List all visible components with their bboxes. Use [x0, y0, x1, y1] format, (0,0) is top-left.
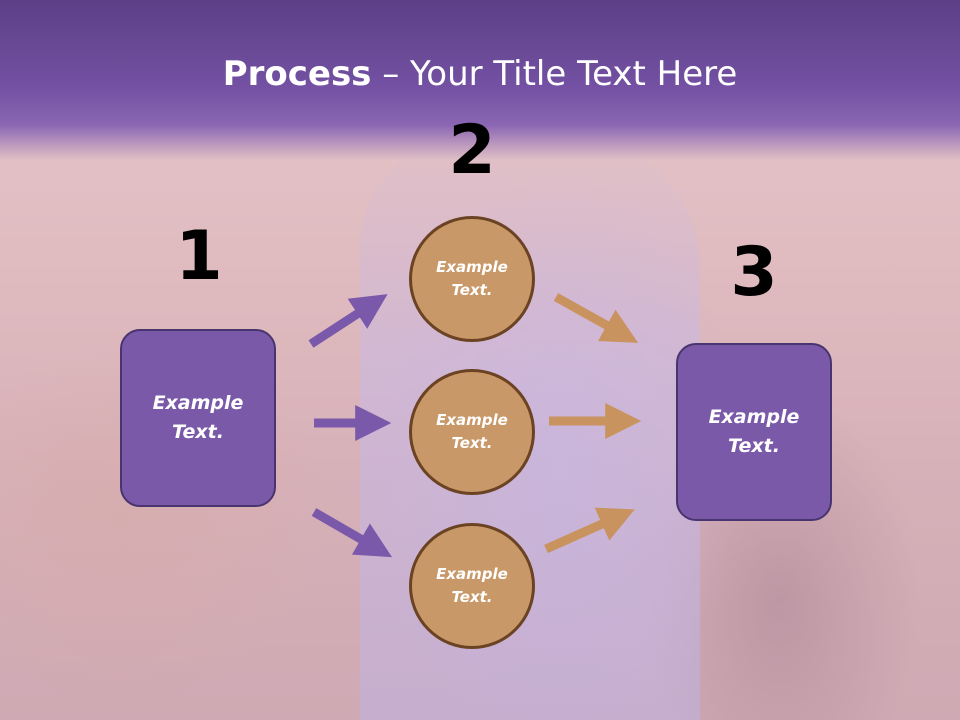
left-box-line1: Example — [152, 392, 244, 414]
right-process-box[interactable]: Example Text. — [676, 343, 832, 521]
circle-bottom-line1: Example — [436, 565, 508, 583]
step-number-1: 1 — [175, 217, 223, 296]
left-box-line2: Text. — [172, 421, 224, 443]
arrow-icon — [553, 293, 639, 343]
arrow-icon — [311, 508, 393, 558]
title-bar — [0, 0, 960, 160]
circle-top-line1: Example — [436, 258, 508, 276]
right-box-line1: Example — [708, 406, 800, 428]
step-number-3: 3 — [730, 233, 778, 312]
slide-title: Process – Your Title Text Here — [0, 52, 960, 96]
arrow-icon — [308, 294, 388, 348]
arrow-icon — [544, 507, 635, 554]
circle-top-line2: Text. — [451, 281, 493, 299]
step-number-2: 2 — [448, 111, 496, 190]
process-circle-top[interactable]: Example Text. — [409, 216, 535, 342]
process-circle-bottom[interactable]: Example Text. — [409, 523, 535, 649]
title-bold: Process — [222, 54, 372, 94]
circle-bottom-line2: Text. — [451, 588, 493, 606]
title-rest: – Your Title Text Here — [371, 54, 738, 94]
left-process-box[interactable]: Example Text. — [120, 329, 276, 507]
right-box-line2: Text. — [728, 435, 780, 457]
circle-middle-line2: Text. — [451, 434, 493, 452]
circle-middle-line1: Example — [436, 411, 508, 429]
process-circle-middle[interactable]: Example Text. — [409, 369, 535, 495]
